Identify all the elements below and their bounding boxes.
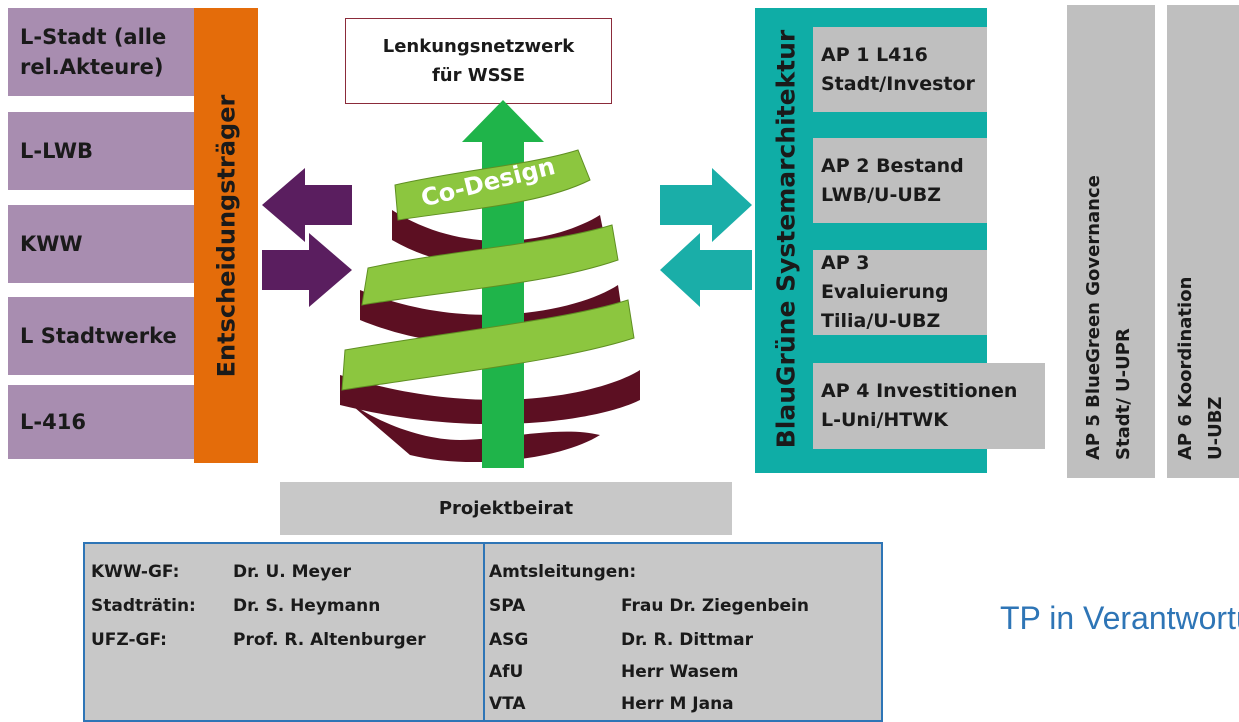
spiral-front-ribbon	[341, 299, 635, 391]
spiral-back-ribbon	[340, 370, 640, 425]
actor-label: L-Stadt (alle rel.Akteure)	[20, 25, 167, 79]
contact-role: UFZ-GF:	[91, 630, 167, 650]
spiral-front-ribbon	[394, 149, 591, 221]
steering-line1: Lenkungsnetzwerk	[382, 36, 575, 57]
teal-arrow-right-icon	[660, 168, 752, 242]
contact-name: Dr. U. Meyer	[233, 562, 352, 582]
ap-line2: Stadt/Investor	[821, 72, 975, 95]
actor-label: L Stadtwerke	[20, 324, 177, 348]
office-unit: SPA	[489, 596, 526, 616]
actor-box-l-416: L-416	[8, 385, 194, 459]
steering-line2: für WSSE	[431, 65, 526, 86]
advisory-board-label: Projektbeirat	[438, 498, 574, 519]
work-package-ap3: AP 3 Evaluierung Tilia/U-UBZ	[813, 250, 987, 335]
purple-arrow-right-icon	[262, 233, 352, 307]
office-name: Herr Wasem	[621, 662, 739, 682]
teal-arrow-left-icon	[660, 233, 752, 307]
office-unit: VTA	[489, 694, 526, 714]
office-name: Herr M Jana	[621, 694, 734, 714]
work-package-ap1: AP 1 L416 Stadt/Investor	[813, 27, 987, 112]
work-package-ap2: AP 2 Bestand LWB/U-UBZ	[813, 138, 987, 223]
actor-label: L-LWB	[20, 139, 94, 163]
office-name: Frau Dr. Ziegenbein	[621, 596, 809, 616]
actor-box-l-stadt: L-Stadt (alle rel.Akteure)	[8, 8, 194, 96]
tp-responsibility-text: TP in Verantwortung	[1000, 600, 1239, 636]
ap6-line1: AP 6 Koordination	[1175, 276, 1196, 460]
offices-title: Amtsleitungen:	[489, 562, 637, 582]
actor-label: KWW	[20, 232, 83, 256]
ap-line2: Tilia/U-UBZ	[821, 310, 941, 332]
spiral-front-ribbon	[361, 224, 619, 306]
work-package-ap4: AP 4 Investitionen L-Uni/HTWK	[813, 363, 1045, 449]
ap-line2: LWB/U-UBZ	[821, 183, 942, 206]
ap5-label: AP 5 BlueGreen Governance Stadt/ U-UPR	[1079, 10, 1143, 478]
ap-line2: L-Uni/HTWK	[821, 409, 948, 431]
system-architecture-label: BlauGrüne Systemarchitektur	[771, 29, 801, 449]
green-arrow-head-icon	[462, 100, 544, 142]
actor-box-kww: KWW	[8, 205, 194, 283]
ap5-line2: Stadt/ U-UPR	[1113, 328, 1134, 460]
ap6-line2: U-UBZ	[1205, 396, 1226, 460]
actor-box-l-lwb: L-LWB	[8, 112, 194, 190]
contact-role: Stadträtin:	[91, 596, 196, 616]
spiral-tail	[340, 395, 600, 463]
office-unit: ASG	[489, 630, 529, 650]
ap-line1: AP 2 Bestand	[821, 154, 964, 177]
actor-label: L-416	[20, 410, 86, 434]
ap-line1: AP 1 L416	[821, 43, 928, 66]
office-unit: AfU	[489, 662, 524, 682]
ap6-label: AP 6 Koordination U-UBZ	[1171, 10, 1235, 478]
contact-name: Dr. S. Heymann	[233, 596, 381, 616]
work-package-ap6	[1167, 5, 1239, 478]
work-package-ap5	[1067, 5, 1155, 478]
ap-line1: AP 4 Investitionen	[821, 380, 1018, 402]
advisory-board-box: Projektbeirat	[280, 482, 732, 535]
ap5-line1: AP 5 BlueGreen Governance	[1083, 175, 1104, 460]
actor-box-l-stadtwerke: L Stadtwerke	[8, 297, 194, 375]
decision-makers-bar: Entscheidungsträger	[194, 8, 258, 463]
purple-arrow-left-icon	[262, 168, 352, 242]
table-divider	[483, 544, 485, 720]
contact-role: KWW-GF:	[91, 562, 180, 582]
office-name: Dr. R. Dittmar	[621, 630, 753, 650]
contact-table: KWW-GF: Dr. U. Meyer Stadträtin: Dr. S. …	[83, 542, 883, 722]
contact-name: Prof. R. Altenburger	[233, 630, 426, 650]
steering-network-box: Lenkungsnetzwerk für WSSE	[345, 18, 612, 104]
ap-line1: AP 3 Evaluierung	[821, 252, 949, 303]
